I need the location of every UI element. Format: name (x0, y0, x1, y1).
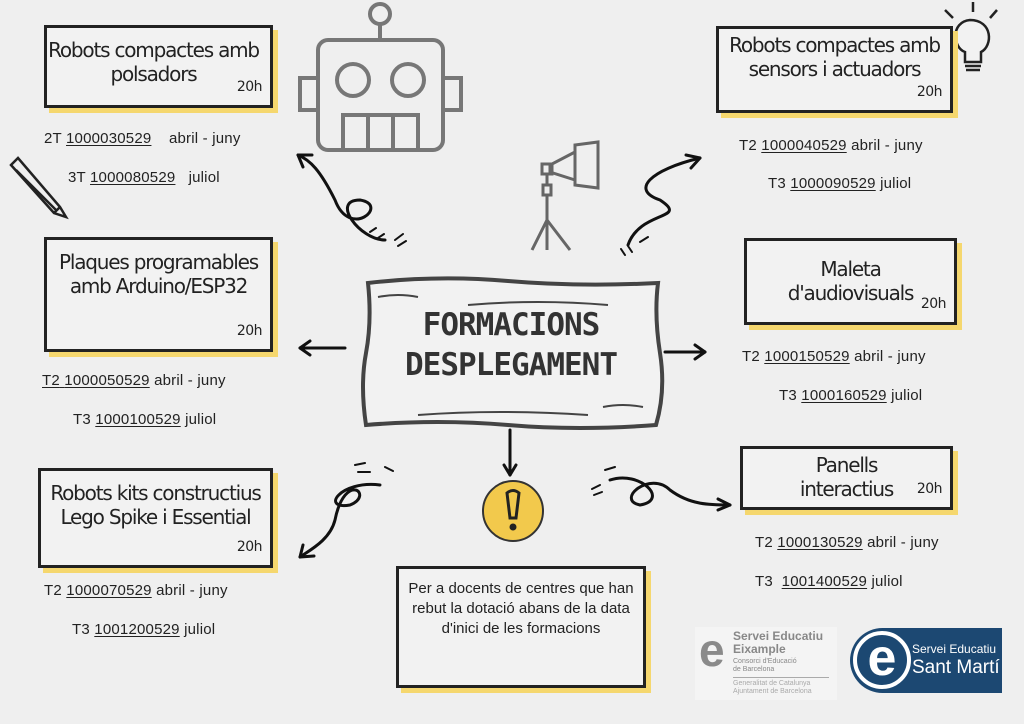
course-code-link[interactable]: 1001200529 (94, 621, 180, 638)
logo-servei-educatiu-sant-marti: e Servei Educatiu Sant Martí (850, 628, 1002, 693)
course-code-link[interactable]: 1000160529 (801, 387, 887, 404)
course-hours: 20h (236, 323, 263, 339)
session-line: T2 1000050529 abril - juny (42, 372, 226, 389)
course-hours: 20h (236, 539, 263, 555)
course-title: Plaques programables amb Arduino/ESP32 (59, 250, 259, 298)
course-code-link[interactable]: 1000080529 (90, 169, 176, 186)
session-line: T2 1000070529 abril - juny (44, 582, 228, 599)
session-line: T3 1000090529 juliol (768, 175, 912, 192)
session-line: T2 1000130529 abril - juny (755, 534, 939, 551)
course-hours: 20h (236, 79, 263, 95)
course-code-link[interactable]: 1000040529 (761, 137, 847, 154)
session-line: T2 1000150529 abril - juny (742, 348, 926, 365)
robot-icon (298, 2, 463, 152)
central-title-frame: FORMACIONS DESPLEGAMENT (358, 275, 665, 432)
course-code-link[interactable]: 1000070529 (66, 582, 152, 599)
session-line: T3 1001400529 juliol (755, 573, 903, 590)
course-code-link[interactable]: T2 1000050529 (42, 372, 150, 389)
session-line: 2T 1000030529 abril - juny (44, 130, 241, 147)
wavy-frame (361, 276, 665, 430)
course-box-audiovisuals: Maleta d'audiovisuals 20h (744, 238, 957, 325)
eligibility-note: Per a docents de centres que han rebut l… (396, 566, 646, 688)
course-title: Maleta d'audiovisuals (787, 257, 915, 305)
course-code-link[interactable]: 1000030529 (66, 130, 152, 147)
course-box-panells: Panells interactius 20h (740, 446, 953, 510)
course-hours: 20h (920, 296, 947, 312)
course-title: Robots compactes amb sensors i actuadors (729, 33, 941, 81)
session-line: 3T 1000080529 juliol (68, 169, 220, 186)
pencil-icon (9, 156, 69, 220)
course-box-robots-sensors: Robots compactes amb sensors i actuadors… (716, 26, 953, 113)
course-box-lego: Robots kits constructius Lego Spike i Es… (38, 468, 273, 568)
course-hours: 20h (916, 84, 943, 100)
course-code-link[interactable]: 1000150529 (764, 348, 850, 365)
studio-lamp-icon (530, 140, 600, 251)
course-code-link[interactable]: 1000130529 (777, 534, 863, 551)
session-line: T3 1000100529 juliol (73, 411, 217, 428)
course-code-link[interactable]: 1000090529 (790, 175, 876, 192)
session-line: T3 1001200529 juliol (72, 621, 216, 638)
title-line-2: DESPLEGAMENT (405, 347, 618, 383)
session-line: T2 1000040529 abril - juny (739, 137, 923, 154)
course-title: Robots kits constructius Lego Spike i Es… (50, 481, 262, 529)
course-code-link[interactable]: 1000100529 (95, 411, 181, 428)
course-code-link[interactable]: 1001400529 (781, 573, 868, 590)
title-line-1: FORMACIONS (422, 307, 601, 343)
session-line: T3 1000160529 juliol (779, 387, 923, 404)
course-box-arduino: Plaques programables amb Arduino/ESP32 20… (44, 237, 273, 352)
course-title: Robots compactes amb polsadors (48, 38, 260, 86)
warning-bulb-icon (482, 480, 544, 542)
course-title: Panells interactius (799, 453, 894, 501)
course-hours: 20h (916, 481, 943, 497)
